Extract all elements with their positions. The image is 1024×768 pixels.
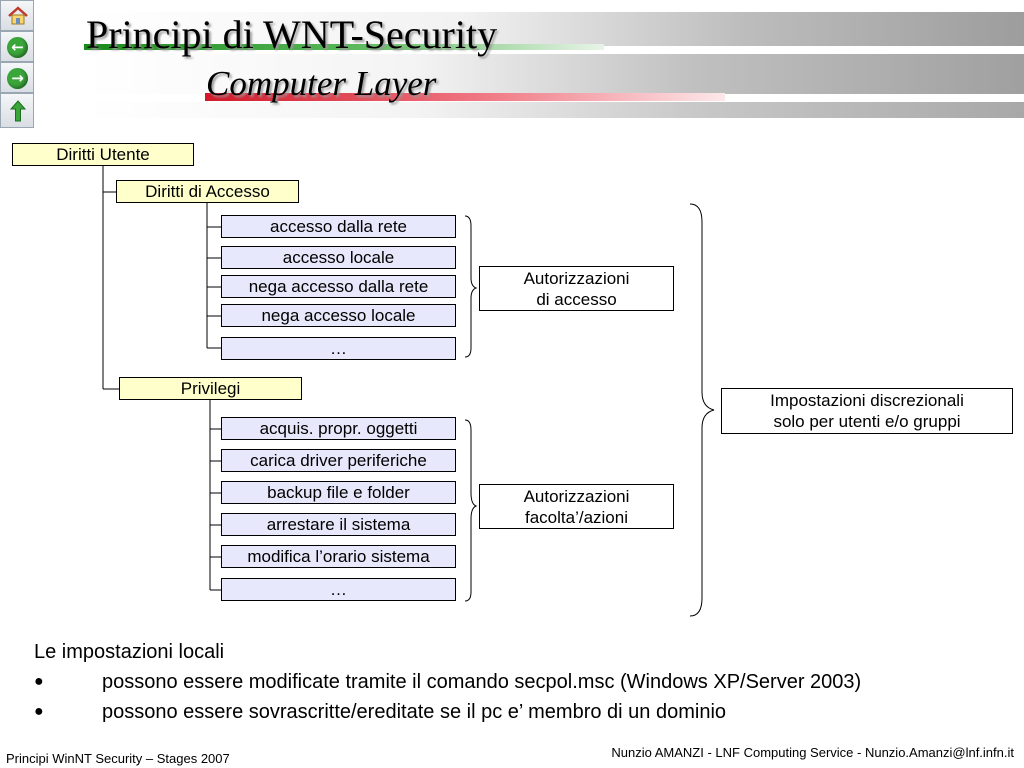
privilege-item: modifica l’orario sistema xyxy=(221,545,456,568)
slide-subtitle: Computer Layer xyxy=(206,64,437,103)
privilege-item: carica driver periferiche xyxy=(221,449,456,472)
note-line: Autorizzazioni xyxy=(523,487,630,506)
arrow-left-icon: ← xyxy=(7,37,28,58)
access-item: nega accesso locale xyxy=(221,304,456,327)
header-red-accent xyxy=(205,93,725,101)
diritti-utente-box: Diritti Utente xyxy=(12,143,194,166)
arrow-up-icon xyxy=(9,100,27,122)
access-item: accesso dalla rete xyxy=(221,215,456,238)
footer-right: Nunzio AMANZI - LNF Computing Service - … xyxy=(611,745,1014,760)
up-button[interactable] xyxy=(0,93,34,128)
header-band-bottom xyxy=(84,102,1024,118)
access-item: … xyxy=(221,337,456,360)
footer-left: Principi WinNT Security – Stages 2007 xyxy=(6,751,230,766)
back-button[interactable]: ← xyxy=(0,31,34,62)
note-line: Autorizzazioni xyxy=(523,269,630,288)
header-band-top xyxy=(84,12,1024,46)
bullet-item: possono essere modificate tramite il com… xyxy=(102,671,862,693)
home-button[interactable] xyxy=(0,0,34,31)
privilege-item: acquis. propr. oggetti xyxy=(221,417,456,440)
privilege-authorization-note: Autorizzazioni facolta’/azioni xyxy=(479,484,674,529)
privilegi-box: Privilegi xyxy=(119,377,302,400)
access-authorization-note: Autorizzazioni di accesso xyxy=(479,266,674,311)
privilege-item: arrestare il sistema xyxy=(221,513,456,536)
note-line: facolta’/azioni xyxy=(524,508,628,527)
header-green-accent xyxy=(84,44,604,50)
diritti-accesso-box: Diritti di Accesso xyxy=(116,180,299,203)
note-line: Impostazioni discrezionali xyxy=(770,391,964,410)
note-line: di accesso xyxy=(536,290,617,309)
bullet-icon: ● xyxy=(34,703,44,720)
arrow-right-icon: → xyxy=(7,68,28,89)
bullet-item: possono essere sovrascritte/ereditate se… xyxy=(102,701,727,723)
forward-button[interactable]: → xyxy=(0,62,34,93)
access-item: nega accesso dalla rete xyxy=(221,275,456,298)
body-intro: Le impostazioni locali xyxy=(34,641,225,663)
privilege-item: … xyxy=(221,578,456,601)
slide-title: Principi di WNT-Security xyxy=(86,12,498,57)
home-icon xyxy=(8,6,28,25)
discretionary-settings-note: Impostazioni discrezionali solo per uten… xyxy=(721,388,1013,434)
note-line: solo per utenti e/o gruppi xyxy=(773,412,961,431)
privilege-item: backup file e folder xyxy=(221,481,456,504)
bullet-icon: ● xyxy=(34,673,44,690)
header-band-middle xyxy=(84,54,1024,94)
access-item: accesso locale xyxy=(221,246,456,269)
